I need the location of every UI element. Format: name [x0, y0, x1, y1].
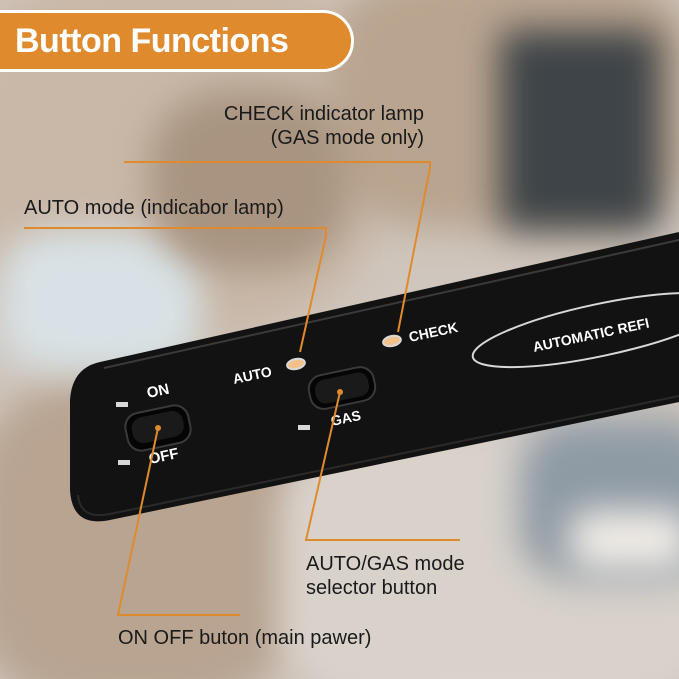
brand-oval: [471, 291, 679, 369]
callout-lines: [24, 161, 460, 616]
gas-label: GAS: [329, 407, 362, 429]
selector-callout-line2: selector button: [306, 577, 438, 599]
selector-callout-line1: AUTO/GAS mode: [306, 553, 465, 575]
check-callout-line: [124, 161, 431, 333]
check-lamp-callout-line2: (GAS mode only): [270, 127, 424, 149]
on-label: ON: [145, 381, 171, 402]
page-title: Button Functions: [15, 21, 289, 60]
auto-gas-selector: [307, 366, 377, 410]
selector-callout: AUTO/GAS mode selector button: [306, 552, 465, 600]
check-lamp-callout-line1: CHECK indicator lamp: [223, 103, 424, 125]
off-label: OFF: [147, 445, 180, 468]
auto-callout-line: [24, 227, 327, 353]
control-panel: [70, 232, 679, 522]
gas-marker: [298, 425, 310, 430]
off-marker: [118, 460, 130, 465]
power-button-callout: ON OFF buton (main pawer): [118, 627, 372, 649]
on-marker: [116, 402, 128, 407]
title-badge: Button Functions: [0, 10, 354, 72]
check-lamp-callout: CHECK indicator lamp (GAS mode only): [150, 102, 424, 150]
auto-lamp-callout: AUTO mode (indicabor lamp): [24, 197, 284, 219]
power-callout-line: [116, 427, 240, 616]
auto-lamp: [286, 357, 306, 371]
check-lamp: [382, 334, 402, 348]
selector-callout-line: [304, 391, 460, 541]
